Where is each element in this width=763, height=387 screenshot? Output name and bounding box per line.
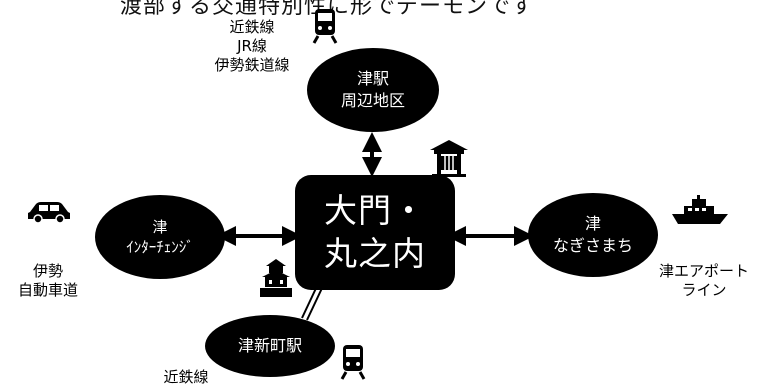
car-icon (28, 202, 70, 224)
label-north-rail-3: 伊勢鉄道線 (214, 55, 290, 74)
node-west-line2: ｲﾝﾀｰﾁｪﾝｼﾞ (126, 238, 194, 256)
node-tsu-station-area: 津駅 周辺地区 (307, 48, 439, 132)
connector-south-center-2 (306, 285, 324, 321)
castle-icon (260, 259, 292, 297)
label-east-airport-line: 津エアポート ライン (648, 262, 760, 300)
label-south-line1: 近鉄線 (163, 368, 209, 386)
label-north-rail-2: JR線 (237, 36, 267, 55)
center-node-daimon-marunouchi: 大門・ 丸之内 (295, 175, 455, 290)
node-east-line2: なぎさまち (552, 236, 633, 255)
node-east-line1: 津 (584, 214, 601, 234)
label-east-line2: ライン (681, 280, 727, 299)
node-tsu-nagisamachi: 津 なぎさまち (528, 193, 658, 277)
train-icon (340, 345, 366, 380)
label-east-line1: 津エアポート (658, 262, 749, 280)
node-tsu-interchange: 津 ｲﾝﾀｰﾁｪﾝｼﾞ (95, 195, 225, 279)
label-west-line2: 自動車道 (17, 280, 78, 299)
ship-icon (672, 195, 728, 224)
label-south-rail-line: 近鉄線 (150, 368, 222, 387)
label-north-rail-lines: 近鉄線 JR線 伊勢鉄道線 (196, 18, 308, 74)
node-north-line2: 周辺地区 (340, 91, 405, 110)
label-west-expressway: 伊勢 自動車道 (6, 262, 90, 300)
label-west-line1: 伊勢 (32, 262, 63, 280)
label-north-rail-1: 近鉄線 (229, 18, 275, 36)
train-icon (312, 9, 338, 44)
node-tsu-shinmachi-station: 津新町駅 (205, 315, 335, 377)
temple-icon (430, 140, 468, 177)
node-north-line1: 津駅 (356, 69, 389, 89)
node-west-line1: 津 (152, 217, 168, 236)
center-label-line2: 丸之内 (324, 233, 426, 273)
center-label-line1: 大門・ (324, 190, 426, 230)
node-south-line1: 津新町駅 (237, 336, 302, 356)
